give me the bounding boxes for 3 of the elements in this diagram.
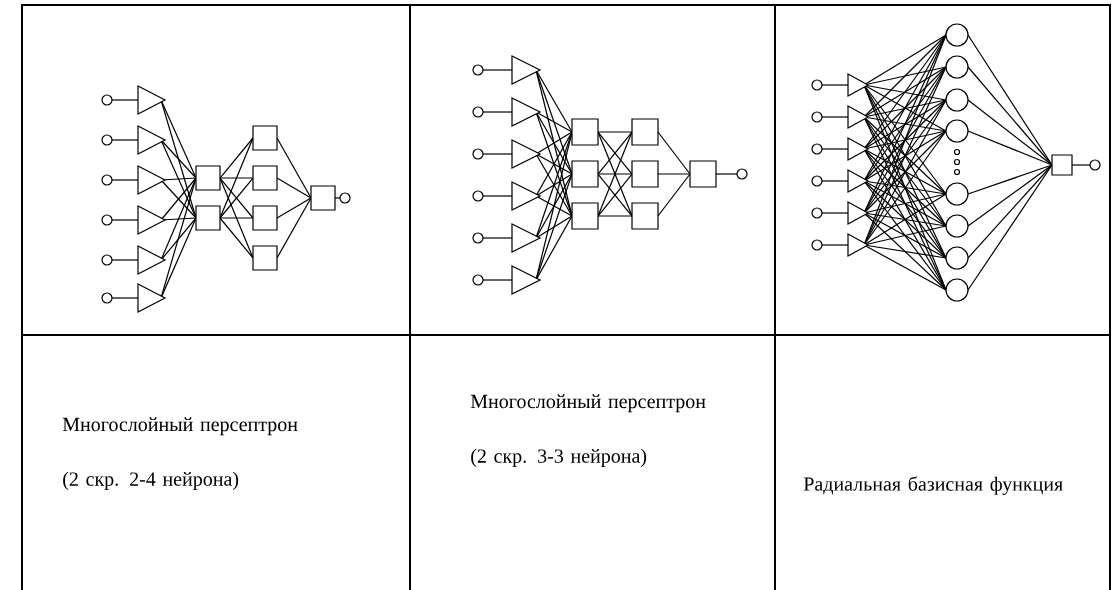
caption-text: Радиальная базисная функция — [803, 476, 1063, 495]
caption-text: Многослойный персептрон (2 скр. 3-3 нейрона) — [470, 394, 706, 467]
caption-text: Многослойный персептрон (2 скр. 2-4 нейрона) — [62, 417, 298, 490]
